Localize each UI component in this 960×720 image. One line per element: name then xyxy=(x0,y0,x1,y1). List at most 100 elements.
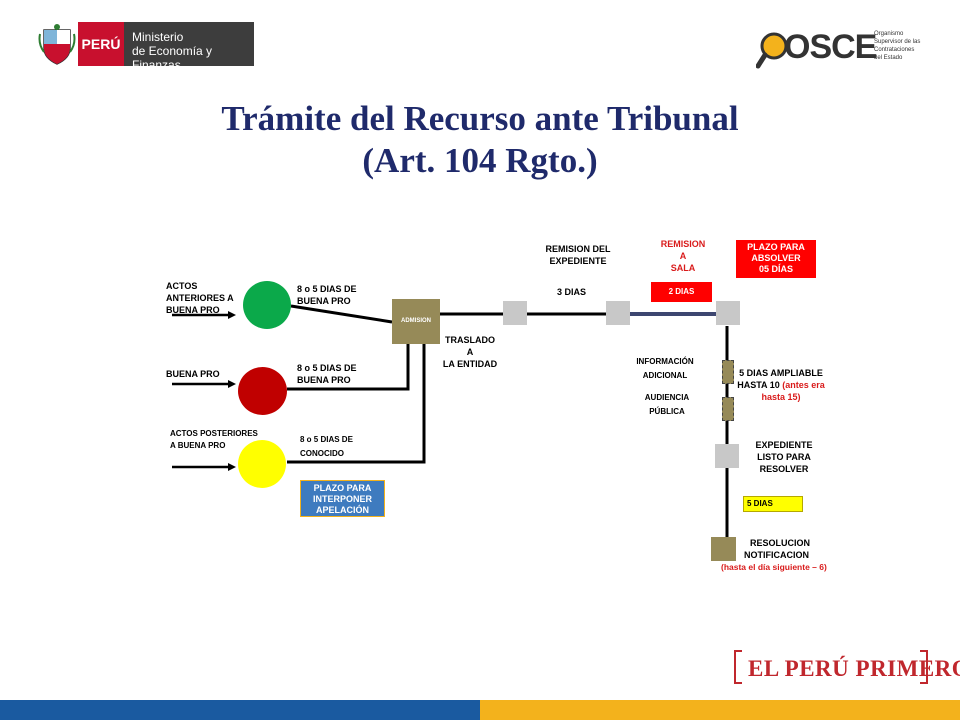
process-square-4 xyxy=(715,444,739,468)
ministry-line-2: de Economía y Finanzas xyxy=(132,44,213,72)
label-line: PLAZO PARA xyxy=(747,242,805,252)
osce-sub-line: del Estado xyxy=(874,55,903,61)
label-line: LISTO PARA xyxy=(757,452,811,462)
label-line: ACTOS xyxy=(166,281,198,291)
expediente-listo-label: EXPEDIENTE LISTO PARA RESOLVER xyxy=(746,439,822,475)
connector-yellow-admision xyxy=(287,344,426,464)
plazo-conocido-label: 8 o 5 DIAS DE CONOCIDO xyxy=(300,433,353,461)
label-line: REMISION DEL xyxy=(545,244,611,254)
label-line: 8 o 5 DIAS DE xyxy=(297,284,357,294)
red-circle xyxy=(238,367,287,415)
slogan-frame-right xyxy=(920,650,928,684)
arrowhead-1 xyxy=(228,311,236,319)
label-line: RESOLVER xyxy=(759,464,809,474)
yellow-circle xyxy=(238,440,286,488)
ampliable-label: 5 DIAS AMPLIABLE HASTA 10 (antes era has… xyxy=(736,367,826,403)
green-circle xyxy=(243,281,291,329)
magnifier-icon xyxy=(756,32,788,69)
label-line: 5 DIAS AMPLIABLE xyxy=(739,368,823,378)
traslado-label: TRASLADO A LA ENTIDAD xyxy=(436,334,504,370)
remision-sala-label: REMISION A SALA xyxy=(650,238,716,274)
title-line-2: (Art. 104 Rgto.) xyxy=(362,141,598,180)
connector-green-admision xyxy=(290,304,393,324)
footer-bar-yellow xyxy=(480,700,960,720)
osce-wordmark: OSCE xyxy=(784,28,877,66)
peru-mef-logo: PERÚ Ministerio de Economía y Finanzas xyxy=(38,22,254,72)
label-part: HASTA 10 xyxy=(737,380,783,390)
ministry-label: Ministerio de Economía y Finanzas xyxy=(124,22,254,72)
label-line: REMISION xyxy=(660,239,706,249)
slogan-frame-left xyxy=(734,650,742,684)
actos-anteriores-label: ACTOS ANTERIORES A BUENA PRO xyxy=(166,280,234,316)
label-line: AUDIENCIA xyxy=(644,393,690,402)
ministry-line-1: Ministerio xyxy=(132,30,184,44)
label-line: CONOCIDO xyxy=(300,449,344,458)
audiencia-step-marker xyxy=(722,397,734,421)
arrowhead-2 xyxy=(228,380,236,388)
plazo-interponer-box: PLAZO PARA INTERPONER APELACIÓN xyxy=(300,480,385,517)
label-line: ACTOS POSTERIORES xyxy=(170,429,258,438)
label-part: (antes era xyxy=(782,380,825,390)
title-line-1: Trámite del Recurso ante Tribunal xyxy=(221,99,739,138)
process-square-1 xyxy=(503,301,527,325)
label-line: RESOLUCION xyxy=(749,538,810,548)
slogan-text: EL PERÚ PRIMERO xyxy=(748,656,960,681)
label-line: ANTERIORES A xyxy=(166,293,234,303)
process-square-3 xyxy=(716,301,740,325)
osce-sub-line: Contrataciones xyxy=(874,47,915,53)
label-line: PÚBLICA xyxy=(649,407,685,416)
label-line: hasta 15) xyxy=(761,392,801,402)
osce-subtitle: Organismo Supervisor de las Contratacion… xyxy=(874,30,934,62)
arrowhead-3 xyxy=(228,463,236,471)
resolucion-square xyxy=(711,537,736,561)
input-arrows xyxy=(172,311,236,471)
label-line: A xyxy=(466,347,474,357)
connector-red-admision xyxy=(287,344,410,391)
plazo-anteriores-label: 8 o 5 DIAS DE BUENA PRO xyxy=(297,283,357,307)
footer-bar-blue xyxy=(0,700,480,720)
resolucion-note: (hasta el día siguiente – 6) xyxy=(721,562,827,572)
label-line: ADICIONAL xyxy=(642,371,688,380)
page-title: Trámite del Recurso ante Tribunal (Art. … xyxy=(0,98,960,182)
label-line: BUENA PRO xyxy=(297,296,351,306)
peru-primero-logo: EL PERÚ PRIMERO xyxy=(734,648,960,688)
label-line: 05 DÍAS xyxy=(758,264,793,274)
label-line: LA ENTIDAD xyxy=(442,359,498,369)
buena-pro-label: BUENA PRO xyxy=(166,369,220,379)
label-line: 8 o 5 DIAS DE xyxy=(297,363,357,373)
audiencia-publica-label: AUDIENCIA PÚBLICA xyxy=(628,391,706,419)
label-line: BUENA PRO xyxy=(166,305,220,315)
peru-label: PERÚ xyxy=(78,22,124,66)
label-line: HASTA 10 (antes era xyxy=(736,379,826,391)
peru-coat-of-arms-icon xyxy=(38,24,76,65)
informacion-adicional-label: INFORMACIÓN ADICIONAL xyxy=(626,355,704,383)
label-line: A xyxy=(679,251,687,261)
remision-expediente-label: REMISION DEL EXPEDIENTE xyxy=(530,243,626,267)
dos-dias-badge: 2 DIAS xyxy=(651,282,712,302)
tres-dias-label: 3 DIAS xyxy=(557,287,587,297)
resolucion-label: RESOLUCION NOTIFICACION xyxy=(730,537,830,561)
label-line: APELACIÓN xyxy=(315,505,369,515)
cinco-dias-badge: 5 DIAS xyxy=(743,496,803,512)
process-square-2 xyxy=(606,301,630,325)
label-line: ABSOLVER xyxy=(751,253,801,263)
label-line: BUENA PRO xyxy=(297,375,351,385)
label-line: A BUENA PRO xyxy=(170,441,226,450)
plazo-absolver-box: PLAZO PARA ABSOLVER 05 DÍAS xyxy=(736,240,816,278)
plazo-buena-pro-label: 8 o 5 DIAS DE BUENA PRO xyxy=(297,362,357,386)
label-line: PLAZO PARA xyxy=(313,483,372,493)
osce-logo: OSCE Organismo Supervisor de las Contrat… xyxy=(756,26,926,70)
label-line: 8 o 5 DIAS DE xyxy=(300,435,353,444)
info-step-marker xyxy=(722,360,734,384)
label-line: INFORMACIÓN xyxy=(636,357,694,366)
osce-sub-line: Organismo xyxy=(874,31,904,37)
label-line: INTERPONER xyxy=(312,494,372,504)
label-line: SALA xyxy=(670,263,696,273)
label-line: TRASLADO xyxy=(445,335,495,345)
label-line: EXPEDIENTE xyxy=(755,440,813,450)
label-line: EXPEDIENTE xyxy=(549,256,607,266)
osce-sub-line: Supervisor de las xyxy=(874,39,921,45)
admision-box: ADMISION xyxy=(392,299,440,344)
actos-posteriores-label: ACTOS POSTERIORES A BUENA PRO xyxy=(170,428,258,452)
label-line: NOTIFICACION xyxy=(744,550,809,560)
